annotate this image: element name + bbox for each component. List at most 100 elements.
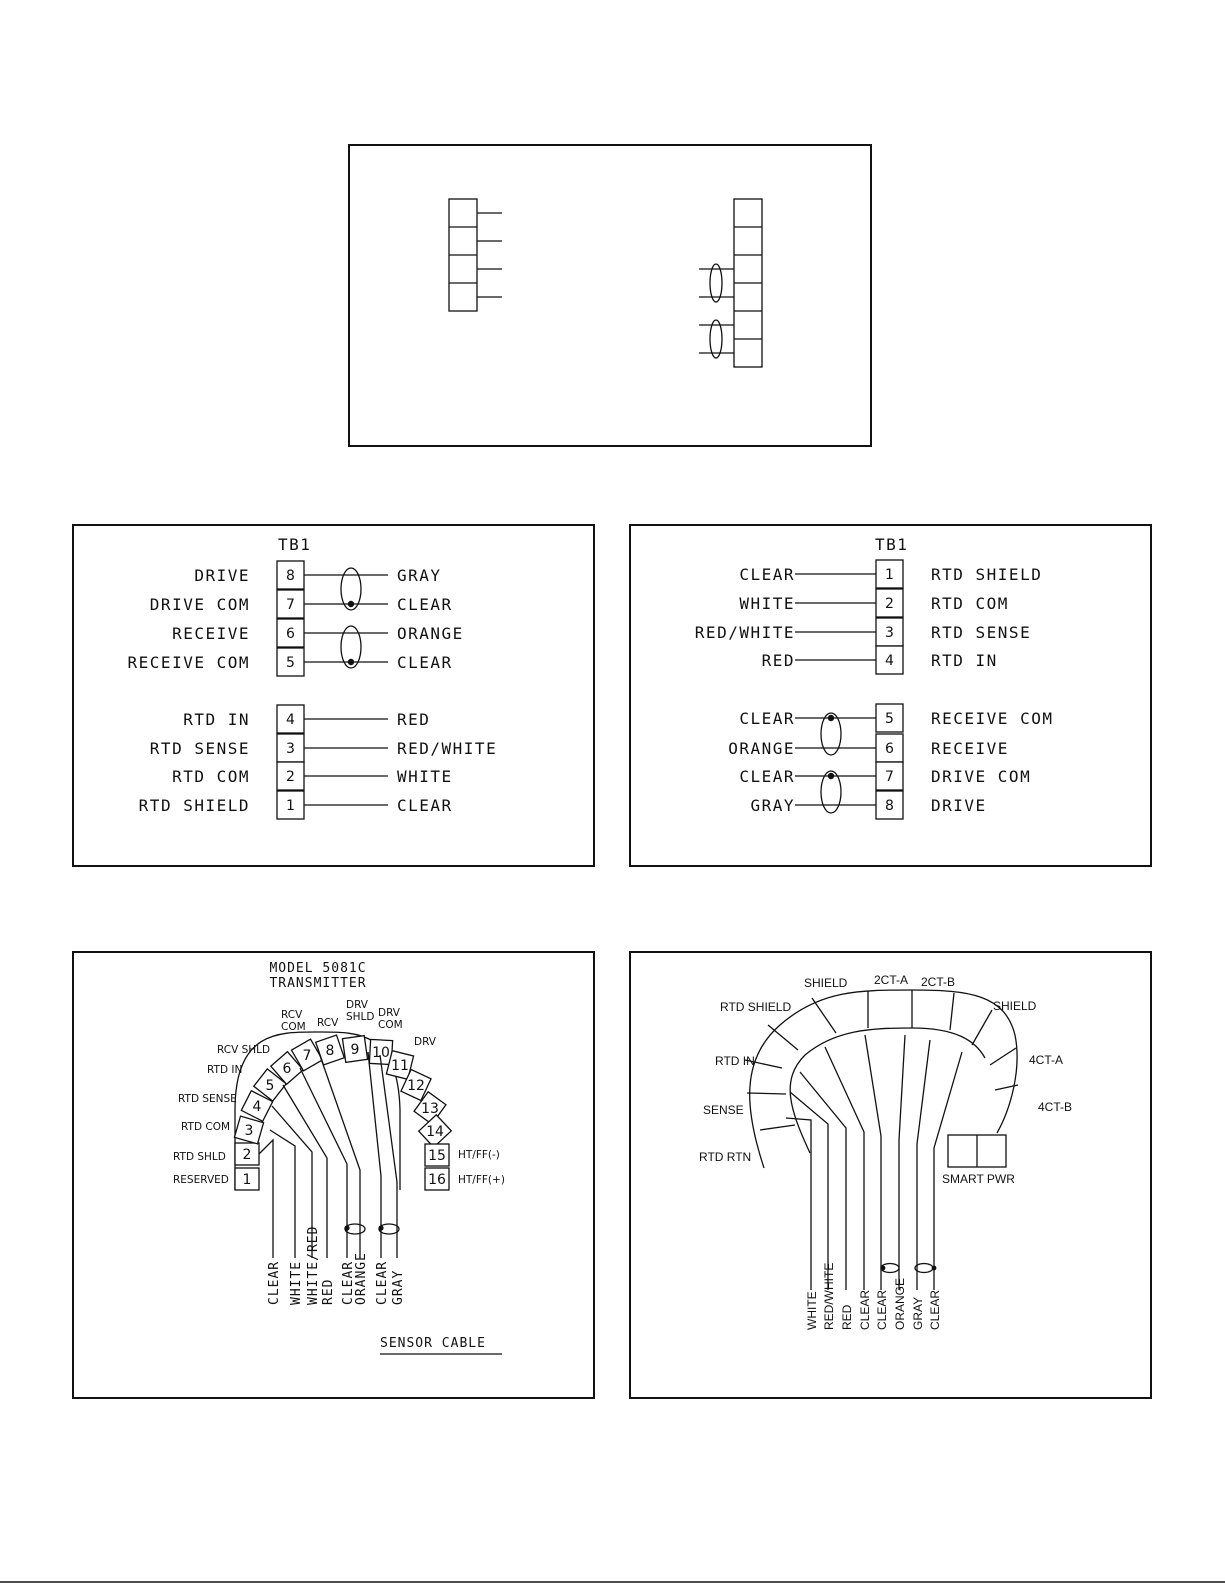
pin-number: 1 bbox=[885, 567, 894, 583]
label-ht-plus: HT/FF(+) bbox=[458, 1174, 505, 1186]
terminal-pin: 14 bbox=[417, 1113, 453, 1149]
label-rcv-shld: RCV SHLD bbox=[217, 1044, 270, 1056]
panel-c-row: WHITE 2 RTD COM bbox=[739, 588, 1009, 618]
label-drv-com-1: DRV bbox=[378, 1007, 401, 1019]
terminal-function-label: DRIVE bbox=[194, 566, 250, 585]
panel-b-row: 2 RTD COM WHITE bbox=[172, 761, 453, 791]
sensor-wire: CLEAR bbox=[864, 1034, 889, 1330]
panel-b-tb1-label: TB1 bbox=[278, 535, 311, 554]
label-rtd-shld: RTD SHLD bbox=[173, 1151, 226, 1163]
pin-number: 5 bbox=[286, 655, 295, 671]
panel-a-diagram bbox=[348, 144, 872, 447]
terminal-pin: 3 bbox=[233, 1115, 265, 1145]
terminal-pin: 6 bbox=[269, 1050, 305, 1086]
wire-color-label: CLEAR bbox=[739, 709, 795, 728]
label-reserved: RESERVED bbox=[173, 1174, 229, 1186]
pin-number: 1 bbox=[243, 1172, 252, 1188]
pin-number: 10 bbox=[372, 1045, 390, 1061]
pin-number: 12 bbox=[407, 1078, 425, 1094]
terminal-function-label: RTD COM bbox=[172, 767, 250, 786]
label-rtd-sense: RTD SENSE bbox=[178, 1093, 237, 1105]
wire-color-label: RED bbox=[840, 1304, 854, 1330]
wire-color-label: CLEAR bbox=[928, 1290, 942, 1330]
wire-color-label: GRAY bbox=[750, 796, 795, 815]
pin-number: 5 bbox=[266, 1078, 275, 1094]
wire-color-label: CLEAR bbox=[875, 1290, 889, 1330]
wire-color-label: CLEAR bbox=[397, 796, 453, 815]
terminal-pin: 5 bbox=[252, 1068, 288, 1102]
terminal-function-label: DRIVE COM bbox=[150, 595, 250, 614]
terminal-pin: 4 bbox=[240, 1089, 274, 1123]
wire-color-label: CLEAR bbox=[375, 1261, 390, 1305]
terminal-function-label: RTD SENSE bbox=[931, 623, 1031, 642]
panel-d-title-line2: TRANSMITTER bbox=[269, 976, 366, 991]
panel-c-twisted-pair-drive bbox=[820, 770, 842, 814]
label-2ct-b: 2CT-B bbox=[921, 975, 955, 989]
wire-color-label: CLEAR bbox=[267, 1261, 282, 1305]
label-4ct-a: 4CT-A bbox=[1029, 1053, 1063, 1067]
panel-a-right-terminal bbox=[699, 198, 763, 368]
pin-number: 8 bbox=[286, 568, 295, 584]
label-rcv: RCV bbox=[317, 1017, 339, 1029]
terminal-function-label: RTD SENSE bbox=[150, 739, 250, 758]
pin-number: 11 bbox=[391, 1058, 409, 1074]
wire-color-label: ORANGE bbox=[397, 624, 464, 643]
wire-color-label: GRAY bbox=[391, 1270, 406, 1305]
pin-number: 16 bbox=[428, 1172, 446, 1188]
sensor-wire: CLEAR bbox=[367, 1051, 390, 1305]
pin-number: 2 bbox=[243, 1147, 252, 1163]
pin-number: 8 bbox=[326, 1043, 335, 1059]
label-sense: SENSE bbox=[703, 1103, 744, 1117]
terminal-function-label: RTD IN bbox=[931, 651, 998, 670]
pin-number: 2 bbox=[885, 596, 894, 612]
wire-color-label: WHITE bbox=[739, 594, 795, 613]
wire-color-label: ORANGE bbox=[354, 1252, 369, 1305]
wire-color-label: WHITE bbox=[397, 767, 453, 786]
label-rtd-in: RTD IN bbox=[715, 1054, 755, 1068]
label-drv-shld-2: SHLD bbox=[346, 1011, 375, 1023]
wire-color-label: WHITE/RED bbox=[306, 1226, 321, 1305]
pin-number: 4 bbox=[286, 712, 295, 728]
panel-b-frame bbox=[72, 524, 595, 867]
pin-number: 3 bbox=[286, 741, 295, 757]
wire-color-label: CLEAR bbox=[397, 653, 453, 672]
pin-number: 6 bbox=[286, 626, 295, 642]
wire-color-label: CLEAR bbox=[739, 767, 795, 786]
label-rcv-com-2: COM bbox=[281, 1021, 306, 1033]
label-rcv-com-1: RCV bbox=[281, 1009, 303, 1021]
terminal-pin: 7 bbox=[290, 1038, 324, 1072]
panel-a-left-terminal bbox=[448, 198, 502, 312]
pin-number: 7 bbox=[885, 769, 894, 785]
terminal-function-label: RECEIVE bbox=[931, 739, 1009, 758]
pin-number: 6 bbox=[283, 1061, 292, 1077]
label-rtd-rtn: RTD RTN bbox=[699, 1150, 751, 1164]
terminal-function-label: RTD COM bbox=[931, 594, 1009, 613]
terminal-pin: 8 bbox=[314, 1034, 346, 1066]
wire-color-label: ORANGE bbox=[893, 1278, 907, 1330]
label-smart-pwr: SMART PWR bbox=[942, 1172, 1015, 1186]
pin-number: 2 bbox=[286, 769, 295, 785]
panel-b-twisted-pair-receive bbox=[340, 625, 362, 669]
panel-e-frame bbox=[629, 951, 1152, 1399]
wire-color-label: GRAY bbox=[911, 1297, 925, 1330]
sensor-wire: CLEAR bbox=[928, 1051, 963, 1330]
pin-number: 3 bbox=[885, 625, 894, 641]
sensor-wire: ORANGE bbox=[893, 1034, 907, 1330]
label-drv-com-2: COM bbox=[378, 1019, 403, 1031]
